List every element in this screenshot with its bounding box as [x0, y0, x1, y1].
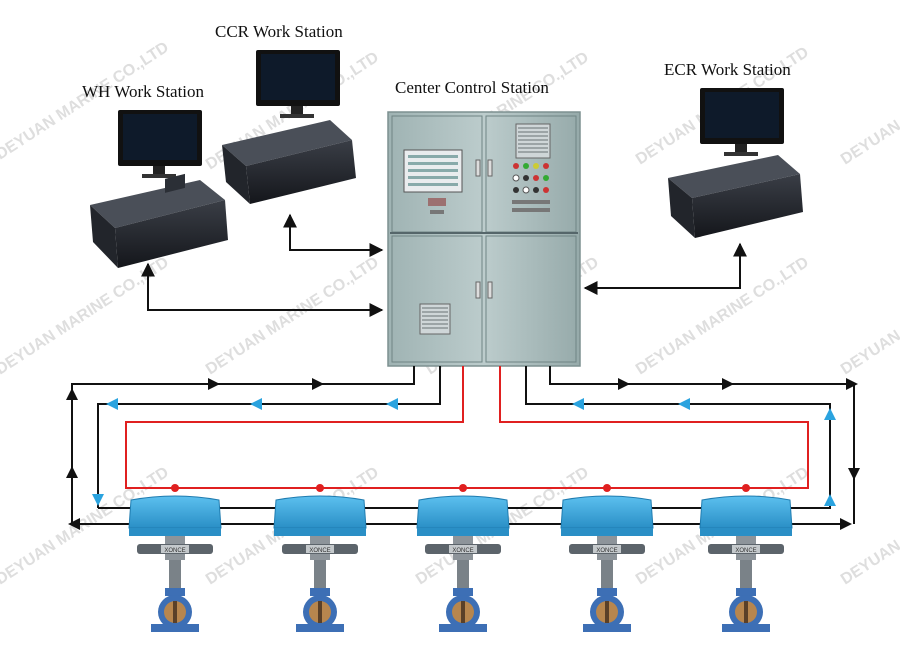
ecr-station-label: ECR Work Station: [664, 60, 791, 79]
valve-plate-text: XONCE: [309, 548, 330, 554]
wh-station-label: WH Work Station: [82, 82, 205, 101]
watermark-text: DEYUAN MARINE CO.,LTD: [838, 44, 900, 168]
watermark-text: DEYUAN MARINE CO.,LTD: [0, 254, 172, 378]
valve-plate-text: XONCE: [735, 548, 756, 554]
valve: XONCE: [699, 484, 793, 632]
valve-plate-text: XONCE: [164, 548, 185, 554]
valve: XONCE: [560, 484, 654, 632]
ccr-computer: [222, 120, 356, 204]
center-control-cabinet: [387, 111, 581, 367]
valve: XONCE: [128, 484, 222, 632]
ecr-link: [583, 242, 747, 295]
wh-computer: [90, 173, 228, 268]
valve-row: XONCE XONCE: [128, 484, 793, 632]
inner-loop-left: [97, 366, 441, 508]
valve: XONCE: [273, 484, 367, 632]
valve: XONCE: [416, 484, 510, 632]
watermark-text: DEYUAN MARINE CO.,LTD: [203, 254, 382, 378]
ecr-monitor: [700, 88, 784, 156]
ccr-station-label: CCR Work Station: [215, 22, 343, 41]
return-arrows: [92, 398, 836, 506]
center-station-label: Center Control Station: [395, 78, 549, 97]
valve-plate-text: XONCE: [452, 548, 473, 554]
outer-loop-right: [549, 366, 855, 524]
ccr-monitor: [256, 50, 340, 118]
station-links: [141, 213, 747, 317]
valve-plate-text: XONCE: [596, 548, 617, 554]
ecr-computer: [668, 155, 803, 238]
signal-arrows: [66, 378, 860, 530]
ccr-link: [283, 213, 384, 257]
watermark-text: DEYUAN MARINE CO.,LTD: [633, 254, 812, 378]
watermark-text: DEYUAN MARINE CO.,LTD: [838, 254, 900, 378]
wh-link: [141, 262, 384, 317]
wh-monitor: [118, 110, 202, 178]
